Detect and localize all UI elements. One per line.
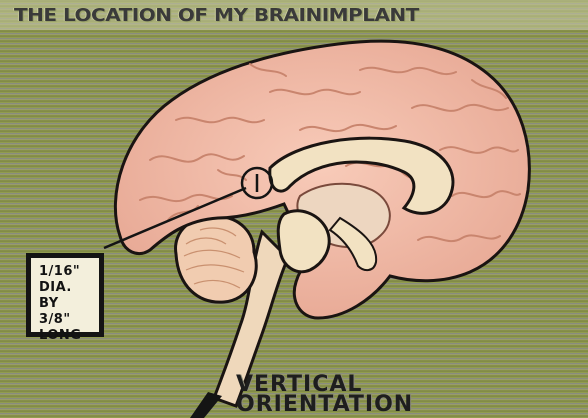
implant-size-line: BY [39, 296, 99, 312]
orientation-line: ORIENTATION [236, 395, 413, 415]
orientation-label: VERTICAL ORIENTATION [236, 375, 413, 415]
pons [278, 211, 329, 272]
implant-size-line: LONG [39, 328, 99, 344]
implant-size-line: DIA. [39, 280, 99, 296]
implant-size-line: 1/16" [39, 264, 99, 280]
implant-size-line: 3/8" [39, 312, 99, 328]
implant-size-label: 1/16" DIA. BY 3/8" LONG [26, 253, 104, 337]
cerebellum [176, 216, 257, 302]
diagram-title: THE LOCATION OF MY BRAINIMPLANT [14, 4, 588, 26]
